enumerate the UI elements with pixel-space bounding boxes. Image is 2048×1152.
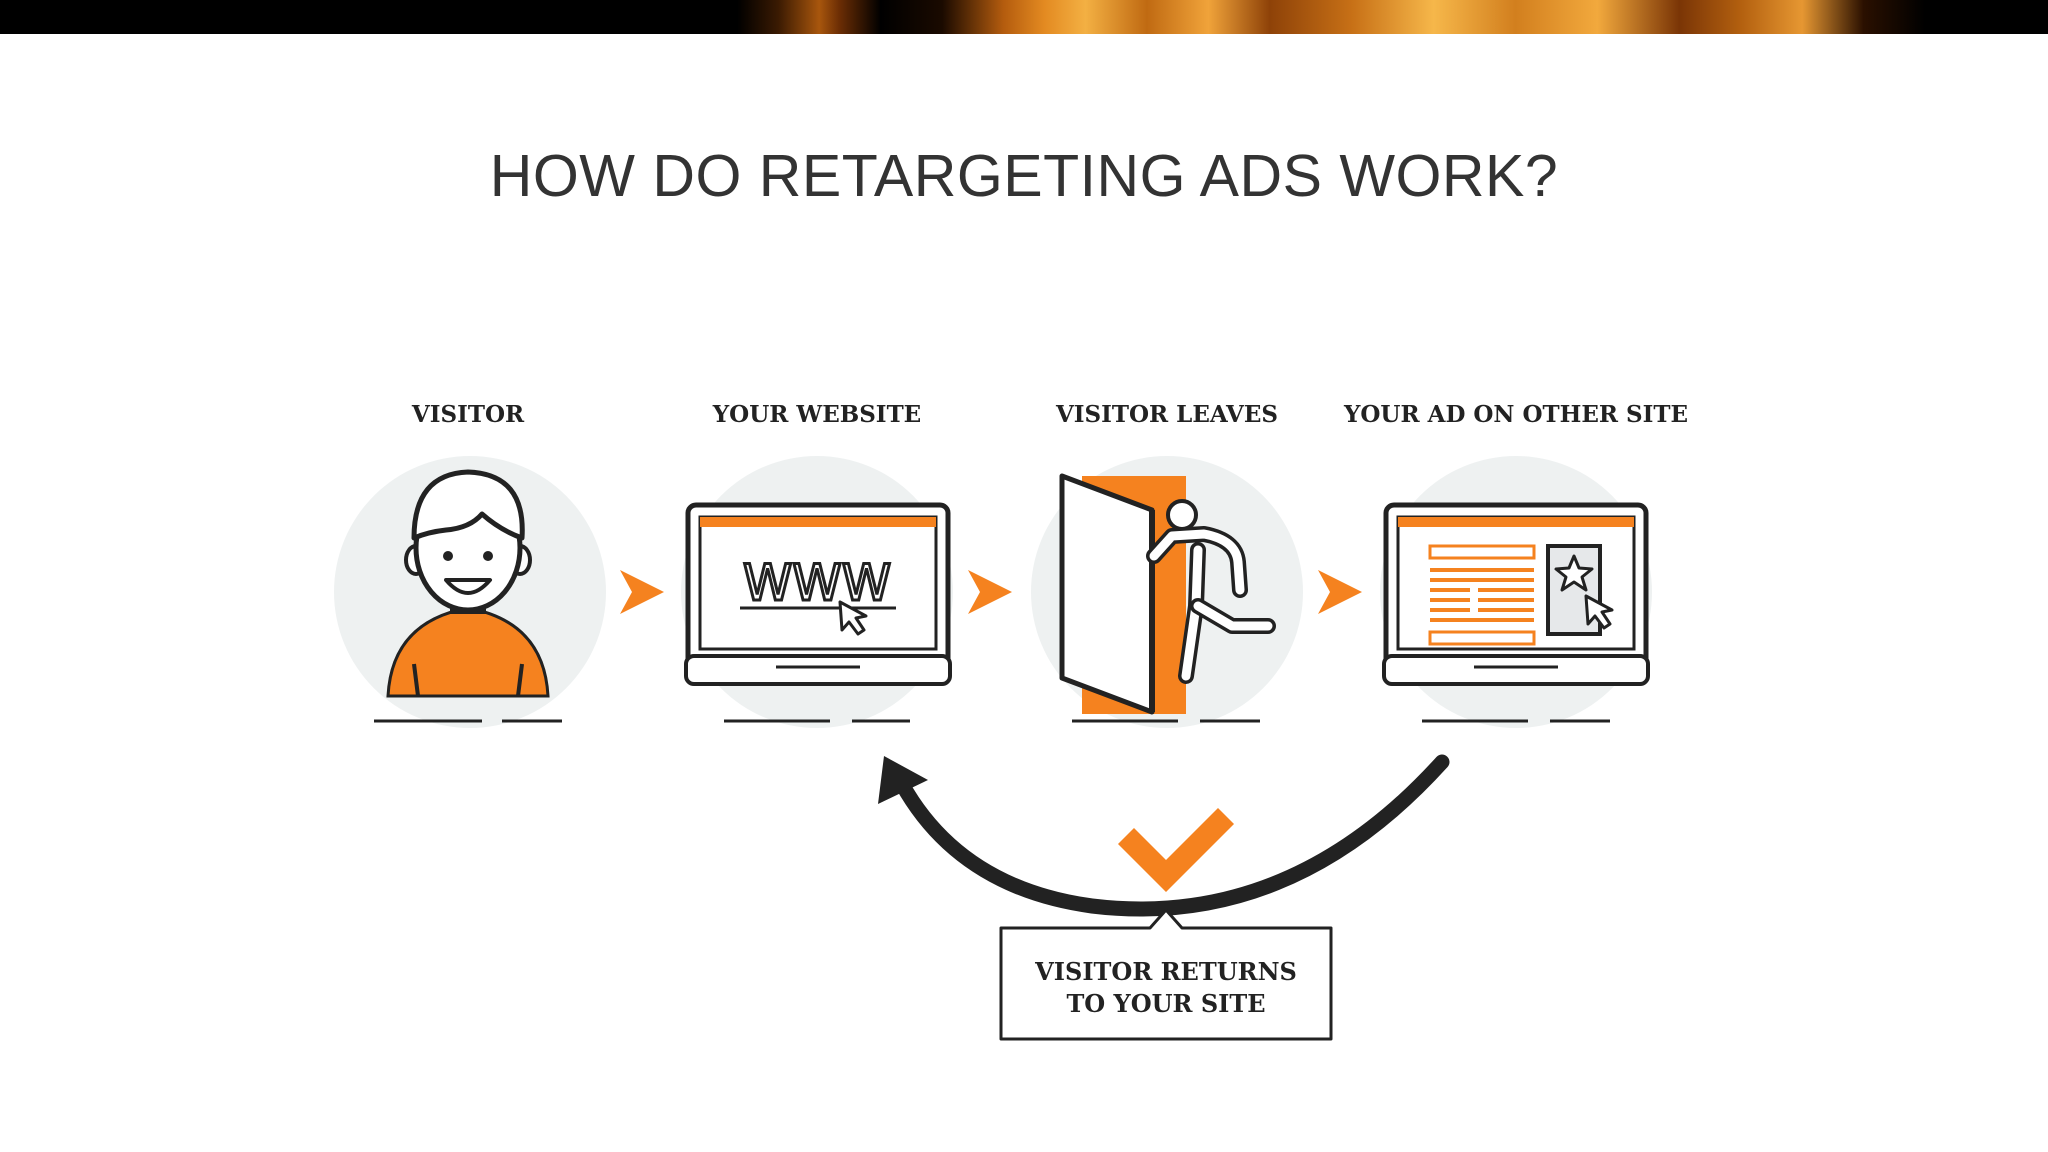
arrow-right-icon bbox=[968, 570, 1012, 614]
page-title: HOW DO RETARGETING ADS WORK? bbox=[489, 143, 1559, 209]
exit-door-icon bbox=[1031, 456, 1303, 728]
arrow-right-icon bbox=[1318, 570, 1362, 614]
laptop-www-icon: WWW bbox=[681, 456, 953, 728]
step-label-visitor: VISITOR bbox=[411, 401, 525, 428]
step-label-visitor-leaves: VISITOR LEAVES bbox=[1055, 401, 1278, 428]
laptop-ad-icon bbox=[1380, 456, 1652, 728]
step-label-your-website: YOUR WEBSITE bbox=[712, 401, 921, 428]
person-icon bbox=[334, 456, 606, 728]
fire-banner bbox=[0, 0, 2048, 34]
return-callout-line1: VISITOR RETURNS bbox=[1034, 957, 1297, 986]
return-callout: VISITOR RETURNS TO YOUR SITE bbox=[999, 908, 1333, 1041]
checkmark-icon bbox=[1118, 808, 1234, 892]
svg-text:WWW: WWW bbox=[743, 554, 891, 612]
return-arrow-icon bbox=[878, 754, 1450, 917]
arrow-right-icon bbox=[620, 570, 664, 614]
step-label-your-ad: YOUR AD ON OTHER SITE bbox=[1343, 401, 1688, 428]
return-callout-line2: TO YOUR SITE bbox=[1066, 989, 1265, 1018]
